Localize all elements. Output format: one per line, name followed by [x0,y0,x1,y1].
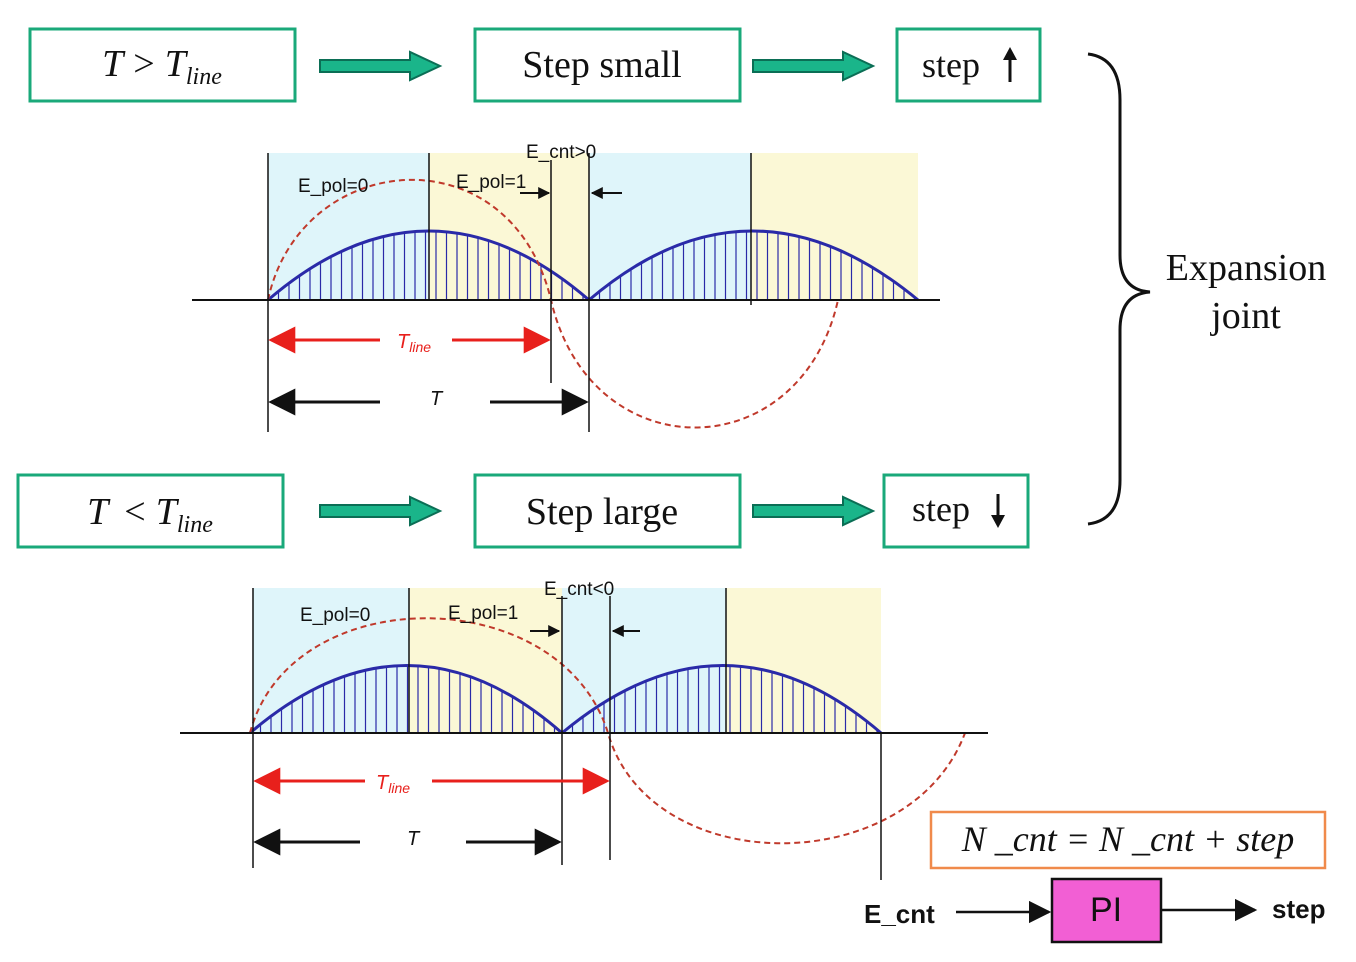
top-condition-box [28,27,297,103]
top-waveform-panel: E_pol=0 E_pol=1 E_cnt>0 Tline T [192,142,940,432]
bottom-waveform-arch-1 [249,664,563,735]
top-ecnt-label: E_cnt>0 [526,142,596,163]
bottom-waveform-hatch [259,665,878,733]
bottom-region-yellow-1 [409,588,562,733]
bottom-result-box [473,473,742,549]
formula-text: N _cnt = N _cnt + step [961,819,1295,859]
bottom-ecnt-label: E_cnt<0 [544,579,614,600]
top-result-box [473,27,742,103]
bottom-waveform-panel: E_pol=0 E_pol=1 E_cnt<0 Tline T [180,579,988,880]
pi-input-label: E_cnt [864,899,935,929]
top-step-box [895,27,1042,103]
brace-label-line2: joint [1209,295,1281,337]
top-region-cyan-2 [589,153,751,300]
top-result-text: Step small [522,44,681,86]
bottom-tline-label: Tline [376,772,410,796]
bottom-t-label: T [407,828,421,850]
pi-block-label: PI [1090,891,1122,929]
top-waveform-arch-2 [588,229,919,302]
arrow-up-icon [1003,47,1017,82]
arrow-down-icon [991,494,1005,528]
top-tline-label: Tline [397,331,431,355]
top-epol0-label: E_pol=0 [298,176,368,197]
top-t-label: T [430,388,444,410]
top-condition-text: T>Tline [102,43,222,90]
top-flow-row: T>Tline Step small step [28,27,1042,103]
pi-controller: E_cnt PI step [864,877,1325,944]
top-arrow-1 [319,50,443,82]
bottom-condition-text: T<Tline [87,491,213,538]
bottom-waveform-arch-2 [561,664,882,735]
brace-label-line1: Expansion [1166,247,1326,289]
bottom-arrow-2 [752,495,876,527]
bottom-flow-row: T<Tline Step large step [16,473,1030,549]
bottom-condition-box [16,473,285,549]
top-waveform-hatch [277,231,916,300]
brace-icon [1087,52,1151,526]
top-arrow-2 [752,50,876,82]
bottom-region-cyan-2 [562,588,726,733]
bottom-arrow-1 [319,495,443,527]
bottom-epol1-label: E_pol=1 [448,603,518,624]
bottom-step-text: step [912,489,970,529]
pi-output-label: step [1272,894,1325,924]
update-formula: N _cnt = N _cnt + step [929,810,1327,870]
top-region-cyan-1 [268,153,429,300]
bottom-result-text: Step large [526,491,678,533]
bottom-epol0-label: E_pol=0 [300,605,370,626]
pi-block [1050,877,1163,944]
formula-box [929,810,1327,870]
top-step-text: step [922,45,980,85]
expansion-joint-brace: Expansion joint [1087,52,1326,526]
top-region-yellow-2 [751,153,918,300]
top-epol1-label: E_pol=1 [456,172,526,193]
bottom-step-box [882,473,1030,549]
